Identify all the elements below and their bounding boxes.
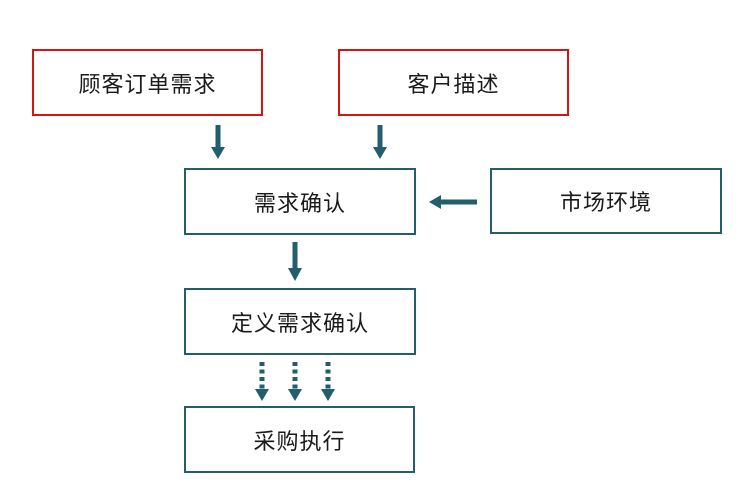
arrow-requirement-confirmation-to-define-requirement-confirmation [288, 242, 302, 281]
node-customer-description-label: 客户描述 [407, 72, 500, 98]
node-customer-order-demand-label: 顾客订单需求 [78, 72, 217, 98]
node-market-environment-label: 市场环境 [559, 191, 652, 216]
dotted-arrow-define-requirement-confirmation-to-procurement-execution-1 [255, 362, 269, 401]
node-market-environment: 市场环境 [490, 168, 722, 234]
node-define-requirement-confirmation: 定义需求确认 [184, 288, 416, 355]
node-procurement-execution: 采购执行 [184, 406, 415, 473]
node-customer-order-demand: 顾客订单需求 [32, 49, 263, 116]
dotted-arrow-define-requirement-confirmation-to-procurement-execution-2 [288, 362, 302, 401]
node-define-requirement-confirmation-label: 定义需求确认 [230, 311, 369, 337]
node-requirement-confirmation: 需求确认 [184, 168, 416, 235]
node-requirement-confirmation-label: 需求确认 [253, 191, 346, 217]
node-procurement-execution-label: 采购执行 [253, 429, 346, 455]
arrow-customer-order-demand-to-requirement-confirmation [211, 125, 225, 159]
arrow-customer-description-to-requirement-confirmation [373, 125, 387, 159]
node-customer-description: 客户描述 [338, 49, 569, 116]
dotted-arrow-define-requirement-confirmation-to-procurement-execution-3 [321, 362, 335, 401]
arrow-market-environment-to-requirement-confirmation [429, 195, 477, 209]
